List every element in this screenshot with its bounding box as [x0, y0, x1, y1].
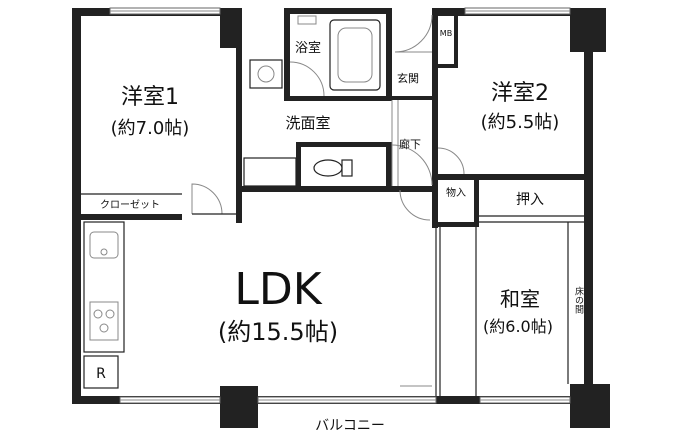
wall-bath-top: [284, 8, 392, 14]
room-bath-label: 浴室: [295, 40, 321, 56]
room-oshiire-label: 押入: [516, 192, 544, 208]
column-bottom-middle: [220, 386, 258, 428]
sink: [89, 231, 119, 259]
room-youshitsu1-size: (約7.0帖): [111, 118, 190, 139]
wall-bath-right: [386, 8, 392, 100]
room-ldk-size: (約15.5帖): [218, 318, 338, 346]
wall-storage-right: [474, 174, 479, 226]
bathtub: [329, 19, 381, 91]
wall-toilet-left: [296, 142, 301, 190]
wall-bath-bottom: [284, 96, 392, 101]
room-entrance-label: 玄関: [397, 71, 419, 85]
wall-left: [72, 8, 81, 404]
wash-basin: [249, 59, 283, 89]
wall-storage-bottom: [432, 222, 479, 227]
column-bottom-right: [570, 384, 610, 428]
room-youshitsu2-name: 洋室2: [491, 81, 549, 106]
fridge-label: R: [96, 366, 106, 382]
wall-room1-bottom: [72, 214, 182, 220]
toilet: [313, 159, 343, 177]
shower-fixture: [297, 15, 317, 25]
fridge-box: [83, 355, 119, 389]
washer-area: [243, 157, 297, 187]
room-youshitsu2-size: (約5.5帖): [481, 112, 560, 133]
room-corridor-label: 廊下: [399, 137, 421, 151]
tokonoma-label: 床の間: [573, 285, 584, 314]
room-ldk-name: LDK: [234, 264, 322, 315]
room-youshitsu1-name: 洋室1: [121, 85, 179, 110]
wall-mb: [438, 8, 458, 12]
wall-entrance-bottom: [386, 96, 436, 100]
room-mb-label: MB: [440, 29, 452, 38]
wall-corridor-right: [432, 8, 438, 228]
wall-mb-bottom: [438, 64, 458, 68]
wall-ldk-top: [236, 186, 436, 192]
wall-toilet-top: [296, 142, 392, 147]
stove: [89, 301, 119, 341]
room-washitsu-name: 和室: [500, 287, 540, 311]
room-washitsu-size: (約6.0帖): [483, 317, 553, 336]
kitchen-counter: [83, 221, 125, 353]
wall-room2-bottom: [438, 174, 588, 180]
wall-right: [584, 8, 593, 404]
wall-bath-left: [284, 8, 290, 100]
column-top-right: [570, 8, 606, 52]
wall-toilet-right: [386, 142, 392, 190]
wall-room1-right: [236, 8, 242, 223]
room-storage-label: 物入: [446, 186, 466, 199]
room-washroom-label: 洗面室: [285, 114, 330, 132]
balcony-label: バルコニー: [315, 418, 385, 433]
room-closet-label: クローゼット: [100, 199, 160, 211]
wall-mb-right: [454, 8, 458, 68]
